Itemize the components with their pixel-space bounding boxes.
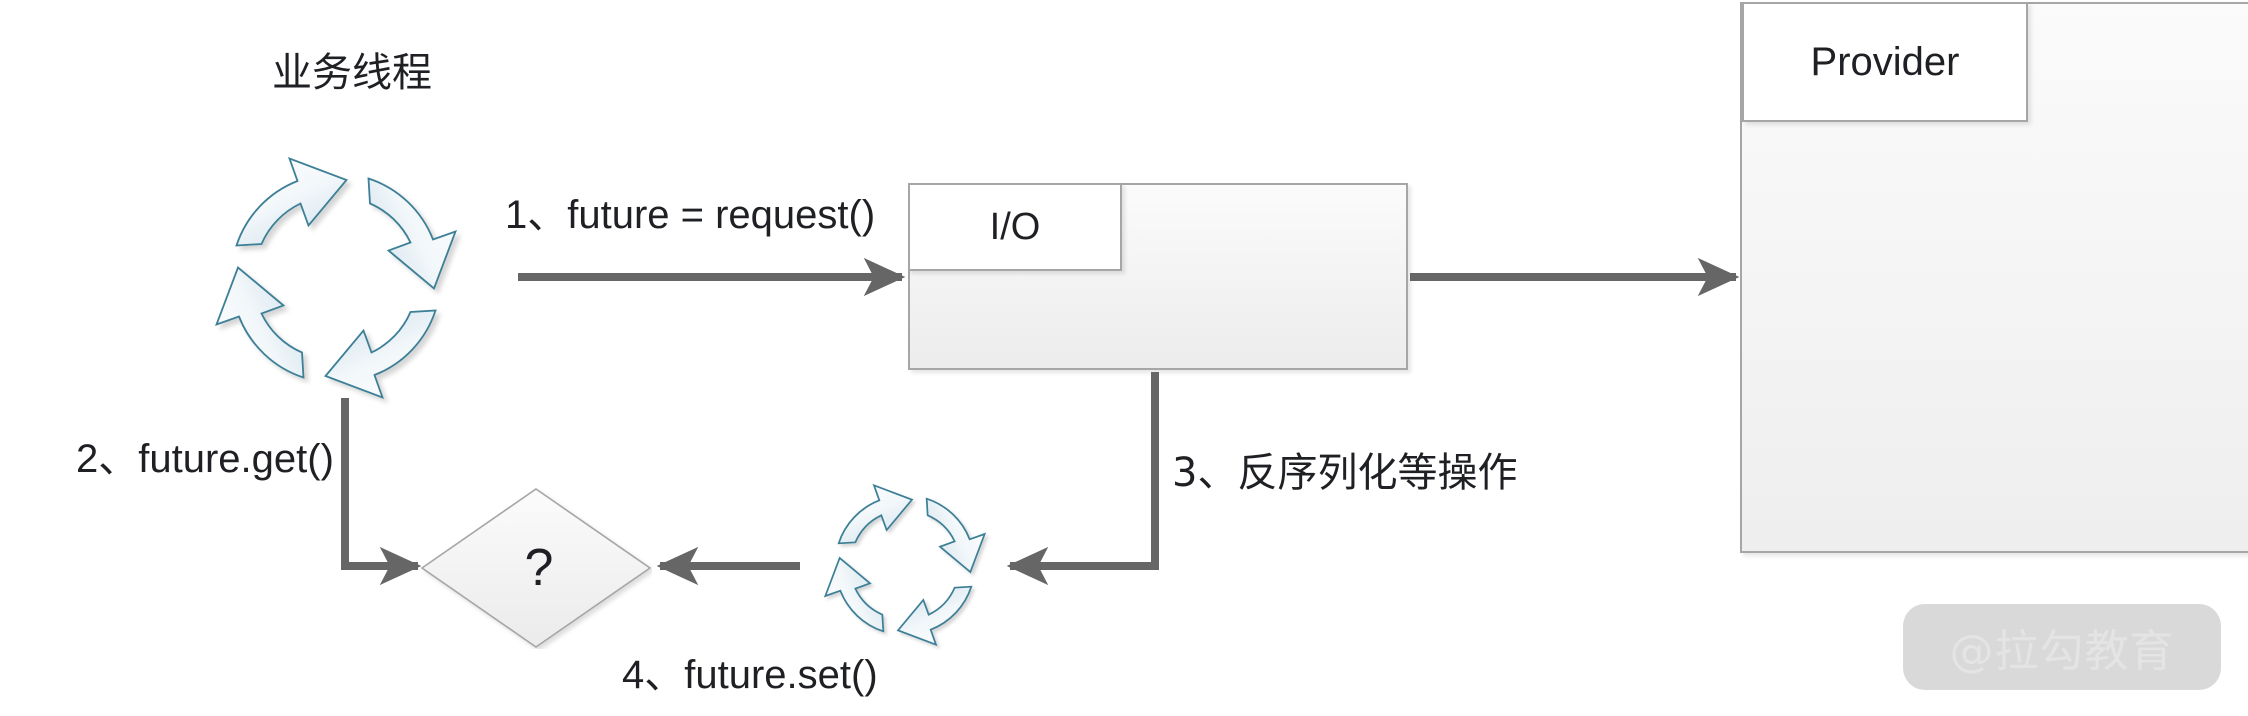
edge-step1-label: 1、future = request(): [505, 193, 876, 237]
io-thread-cycle-icon: [823, 483, 987, 647]
watermark-text: @拉勾教育: [1949, 626, 2175, 677]
decision-node[interactable]: ?: [420, 487, 652, 649]
edge-step3-label: 3、反序列化等操作: [1172, 450, 1518, 496]
decision-label: ?: [524, 539, 554, 597]
edge-step2-label: 2、future.get(): [76, 437, 334, 481]
provider-label: Provider: [1810, 39, 1960, 84]
provider-tab: Provider: [1742, 2, 2028, 122]
business-thread-cycle-icon: [214, 156, 458, 400]
diamond-shape: [420, 488, 652, 648]
business-thread-title: 业务线程: [272, 50, 432, 96]
io-tab: I/O: [908, 183, 1122, 271]
edge-step4-label: 4、future.set(): [622, 653, 878, 697]
io-label: I/O: [989, 205, 1041, 248]
watermark-badge: @拉勾教育: [1903, 604, 2221, 690]
provider-node[interactable]: Provider: [1740, 2, 2248, 553]
edge-step3-line: [1006, 372, 1159, 586]
io-node[interactable]: I/O: [908, 183, 1408, 370]
